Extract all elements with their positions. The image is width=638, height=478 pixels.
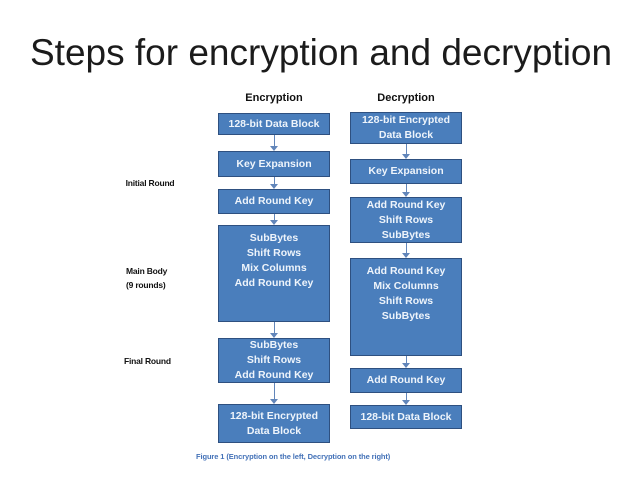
- flow-box-label: 128-bit Encrypted: [229, 409, 319, 422]
- flow-box-label: Shift Rows: [246, 247, 302, 259]
- label-initial-round: Initial Round: [125, 178, 175, 188]
- flow-box-label: 128-bit Encrypted: [361, 114, 451, 126]
- flow-box-label: Add Round Key: [234, 369, 314, 381]
- flow-box-label: Add Round Key: [366, 265, 446, 277]
- flow-box-label: SubBytes: [381, 228, 431, 241]
- flow-box-label: 128-bit Data Block: [360, 410, 452, 423]
- flow-box-label: SubBytes: [381, 310, 431, 322]
- flow-box-label: Add Round Key: [366, 374, 446, 386]
- arrow-down-icon: [400, 243, 412, 258]
- label-main-body-line2: (9 rounds): [126, 280, 166, 290]
- arrow-down-icon: [268, 322, 280, 338]
- flow-box-label: Data Block: [246, 424, 302, 437]
- arrow-down-icon: [268, 177, 280, 189]
- flow-box-label: Mix Columns: [241, 262, 307, 274]
- flow-box-label: Mix Columns: [373, 280, 439, 292]
- decryption-column-header: Decryption: [377, 92, 435, 104]
- flow-box-label: SubBytes: [249, 232, 299, 244]
- arrow-down-icon: [268, 214, 280, 225]
- arrow-down-icon: [268, 383, 280, 404]
- label-final-round: Final Round: [124, 356, 171, 366]
- dec-flow-box-2: Key Expansion: [350, 159, 462, 184]
- dec-flow-box-1: 128-bit Encrypted Data Block: [350, 112, 462, 144]
- arrow-down-icon: [268, 135, 280, 151]
- arrow-down-icon: [400, 144, 412, 159]
- flow-box-label: Add Round Key: [234, 195, 314, 207]
- figure-caption: Figure 1 (Encryption on the left, Decryp…: [196, 452, 391, 461]
- dec-flow-box-6: 128-bit Data Block: [350, 405, 462, 429]
- flow-box-label: Data Block: [378, 129, 434, 141]
- enc-flow-box-4: SubBytes Shift Rows Mix Columns Add Roun…: [218, 225, 330, 322]
- arrow-down-icon: [400, 184, 412, 197]
- dec-flow-box-5: Add Round Key: [350, 368, 462, 393]
- encryption-column-header: Encryption: [245, 92, 303, 104]
- label-main-body-line1: Main Body: [126, 266, 168, 276]
- flow-box-label: Shift Rows: [378, 213, 434, 226]
- label-main-body: Main Body (9 rounds): [126, 264, 167, 292]
- flow-box-label: Add Round Key: [234, 277, 314, 289]
- flow-box-label: SubBytes: [249, 339, 299, 351]
- enc-flow-box-3: Add Round Key: [218, 189, 330, 214]
- flow-box-label: Shift Rows: [246, 354, 302, 366]
- flow-box-label: Shift Rows: [378, 295, 434, 307]
- enc-flow-box-6: 128-bit Encrypted Data Block: [218, 404, 330, 443]
- arrow-down-icon: [400, 356, 412, 368]
- page-title: Steps for encryption and decryption: [30, 32, 613, 73]
- flow-box-label: Key Expansion: [236, 157, 312, 170]
- flow-box-label: Key Expansion: [368, 165, 444, 177]
- flow-box-label: 128-bit Data Block: [228, 117, 320, 130]
- enc-flow-box-5: SubBytes Shift Rows Add Round Key: [218, 338, 330, 383]
- enc-flow-box-1: 128-bit Data Block: [218, 113, 330, 135]
- arrow-down-icon: [400, 393, 412, 405]
- dec-flow-box-3: Add Round Key Shift Rows SubBytes: [350, 197, 462, 243]
- dec-flow-box-4: Add Round Key Mix Columns Shift Rows Sub…: [350, 258, 462, 356]
- enc-flow-box-2: Key Expansion: [218, 151, 330, 177]
- flow-box-label: Add Round Key: [366, 198, 446, 211]
